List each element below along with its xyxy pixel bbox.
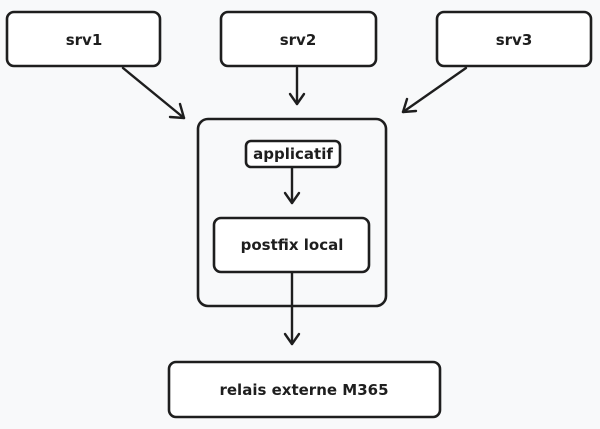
node-srv3[interactable]: srv3: [435, 10, 593, 68]
node-srv2-label: srv2: [280, 31, 317, 49]
arrow-srv3-to-container: [401, 66, 468, 114]
node-postfix-label: postfix local: [241, 236, 344, 254]
node-srv2[interactable]: srv2: [219, 10, 378, 68]
node-postfix[interactable]: postfix local: [212, 216, 371, 274]
node-srv3-label: srv3: [496, 31, 533, 49]
arrow-applicatif-to-postfix: [283, 166, 301, 205]
arrow-srv2-to-container: [288, 66, 306, 106]
arrow-postfix-to-relay: [283, 271, 301, 346]
node-srv1-label: srv1: [66, 31, 103, 49]
node-srv1[interactable]: srv1: [5, 10, 162, 68]
arrow-srv1-to-container: [121, 66, 186, 120]
node-applicatif[interactable]: applicatif: [244, 139, 342, 169]
node-relay[interactable]: relais externe M365: [167, 360, 442, 419]
node-relay-label: relais externe M365: [219, 381, 388, 399]
node-applicatif-label: applicatif: [253, 145, 333, 163]
